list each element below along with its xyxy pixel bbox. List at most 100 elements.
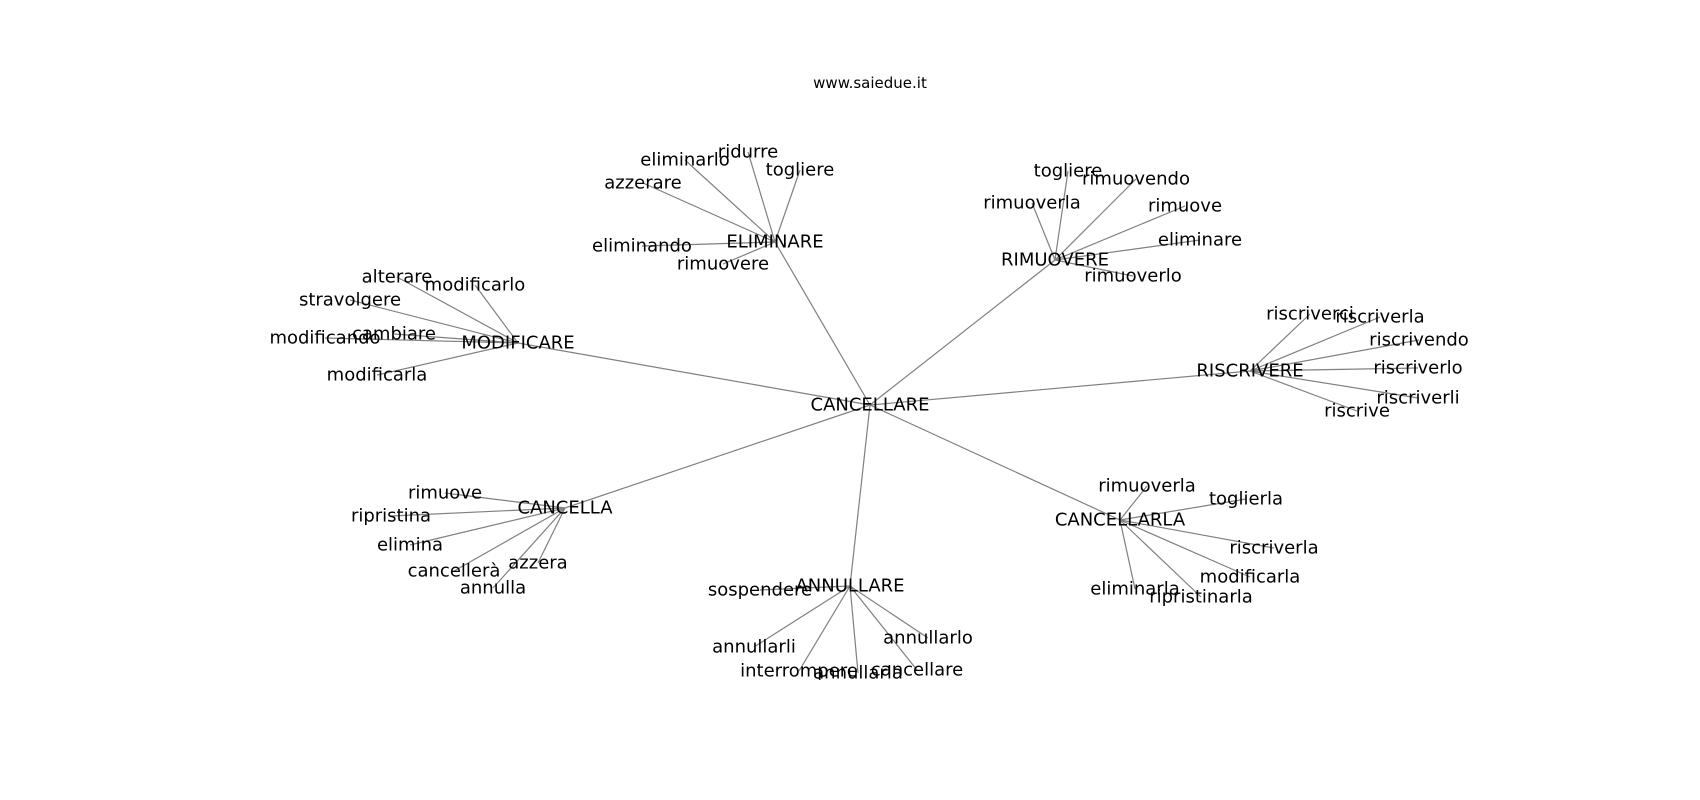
leaf-node: stravolgere: [299, 290, 401, 311]
edge-root-hub: [774, 241, 871, 406]
leaf-node: ridurre: [718, 142, 778, 163]
edge-hub-leaf: [324, 337, 519, 344]
edge-hub-leaf: [393, 333, 519, 344]
edge-hub-leaf: [1054, 239, 1201, 261]
edge-hub-leaf: [798, 585, 851, 672]
hub-node: MODIFICARE: [461, 333, 574, 354]
edge-hub-leaf: [453, 507, 566, 572]
leaf-node: annullarli: [712, 637, 796, 658]
edge-hub-leaf: [1249, 370, 1419, 399]
edge-hub-leaf: [1249, 370, 1358, 412]
leaf-node: modificando: [269, 328, 380, 349]
edge-root-hub: [869, 404, 1121, 521]
edge-hub-leaf: [474, 284, 519, 344]
edge-hub-leaf: [1119, 498, 1247, 521]
edge-hub-leaf: [1031, 202, 1056, 261]
leaf-node: elimina: [377, 535, 443, 556]
edge-hub-leaf: [1119, 485, 1148, 521]
edges: [324, 151, 1420, 674]
leaf-node: rimuovendo: [1082, 169, 1190, 190]
leaf-node: azzerare: [604, 173, 682, 194]
root-node: CANCELLARE: [811, 395, 930, 416]
edge-hub-leaf: [684, 159, 776, 243]
hub-node: ELIMINARE: [726, 232, 823, 253]
leaf-node: riscriverlo: [1373, 358, 1462, 379]
leaf-node: rimuoverla: [1098, 476, 1196, 497]
edge-hub-leaf: [1054, 170, 1069, 261]
hub-node: ANNULLARE: [795, 576, 904, 597]
leaf-node: riscrivendo: [1369, 330, 1469, 351]
edge-hub-leaf: [390, 507, 566, 517]
leaf-node: rimuove: [1148, 196, 1222, 217]
leaf-node: riscriverci: [1266, 304, 1354, 325]
leaf-node: eliminare: [1158, 230, 1242, 251]
hub-node: RIMUOVERE: [1001, 250, 1109, 271]
edge-hub-leaf: [1054, 205, 1186, 261]
leaf-node: eliminarlo: [640, 150, 729, 171]
hub-node: RISCRIVERE: [1196, 361, 1303, 382]
edge-hub-leaf: [774, 169, 801, 243]
leaf-node: ripristina: [351, 506, 431, 527]
leaf-node: toglierla: [1209, 489, 1283, 510]
edge-hub-leaf: [349, 299, 519, 344]
edge-hub-leaf: [1054, 259, 1134, 277]
leaf-node: rimuoverla: [983, 193, 1081, 214]
edge-hub-leaf: [849, 585, 859, 674]
leaf-node: cambiare: [352, 324, 436, 345]
leaf-node: cancellerà: [408, 561, 501, 582]
edge-hub-leaf: [722, 241, 776, 265]
edge-hub-leaf: [1119, 519, 1136, 590]
leaf-node: togliere: [1034, 161, 1103, 182]
hub-node: CANCELLA: [517, 498, 613, 519]
leaf-node: eliminarla: [1090, 579, 1179, 600]
leaf-node: riscriverla: [1229, 538, 1318, 559]
edge-hub-leaf: [753, 585, 851, 648]
edge-hub-leaf: [849, 585, 918, 671]
leaf-node: rimuoverlo: [1084, 266, 1182, 287]
leaf-node: rimuovere: [677, 254, 769, 275]
edge-hub-leaf: [1249, 313, 1311, 372]
leaf-node: ripristinarla: [1149, 587, 1253, 608]
leaf-node: sospendere: [708, 580, 812, 601]
leaf-node: alterare: [362, 267, 433, 288]
edge-hub-leaf: [641, 241, 776, 247]
leaf-node: modificarlo: [425, 275, 526, 296]
edge-hub-leaf: [444, 492, 566, 509]
edge-hub-leaf: [747, 151, 776, 243]
edge-hub-leaf: [1119, 519, 1251, 578]
leaf-node: cancellare: [871, 660, 963, 681]
leaf-node: azzera: [508, 553, 567, 574]
edge-hub-leaf: [1249, 367, 1419, 372]
edge-hub-leaf: [396, 276, 519, 344]
edge-root-hub: [564, 404, 871, 509]
edge-hub-leaf: [849, 585, 929, 639]
edge-hub-leaf: [1119, 519, 1275, 549]
leaf-node: annulla: [460, 578, 526, 599]
leaf-node: eliminando: [592, 236, 692, 257]
leaf-node: rimuove: [408, 483, 482, 504]
edge-hub-leaf: [1119, 519, 1202, 598]
leaf-node: interrompere: [740, 661, 858, 682]
edge-hub-leaf: [537, 507, 566, 564]
leaf-node: riscrive: [1324, 401, 1390, 422]
edge-root-hub: [849, 404, 871, 587]
leaf-node: modificarla: [327, 365, 428, 386]
leaf-node: annullarla: [813, 663, 903, 684]
leaf-node: riscriverla: [1335, 307, 1424, 328]
leaf-node: modificarla: [1200, 567, 1301, 588]
leaf-node: annullarlo: [883, 628, 973, 649]
edge-hub-leaf: [1249, 316, 1381, 372]
edge-root-hub: [869, 259, 1056, 406]
edge-root-hub: [517, 342, 871, 406]
leaf-node: riscriverli: [1376, 388, 1459, 409]
hub-node: CANCELLARLA: [1055, 510, 1186, 531]
edge-root-hub: [869, 370, 1251, 406]
edge-hub-leaf: [642, 182, 776, 243]
edge-hub-leaf: [492, 507, 566, 589]
edge-hub-leaf: [1249, 339, 1420, 372]
edge-hub-leaf: [1054, 178, 1137, 261]
leaf-node: togliere: [766, 160, 835, 181]
site-url: www.saiedue.it: [813, 74, 927, 92]
